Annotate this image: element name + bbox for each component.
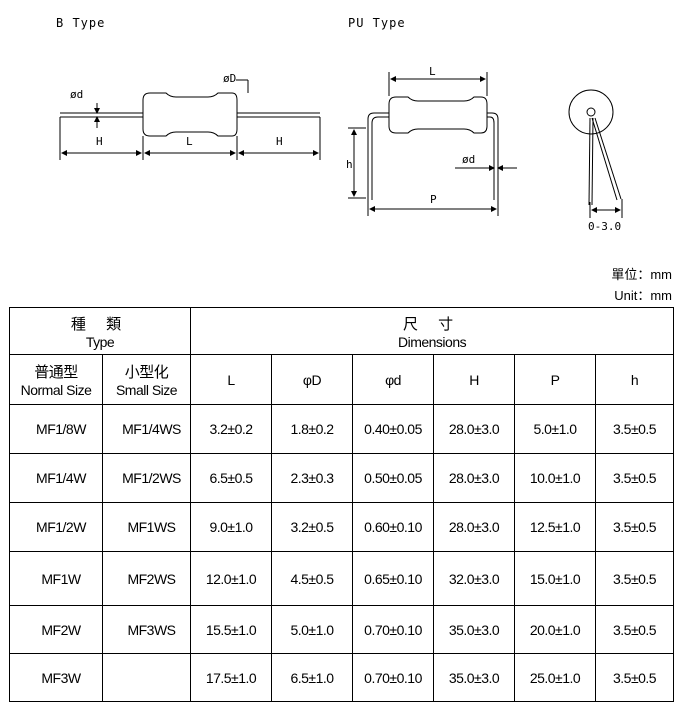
type-header-zh: 種 類 [70,315,130,333]
cell-P: 12.5±1.0 [514,502,597,552]
col-header-P: P [514,354,597,405]
cell-small: MF1/2WS [101,453,192,503]
dimensions-header-zh: 尺 寸 [402,315,462,333]
cell-small: MF1WS [101,502,192,552]
cell-D: 5.0±1.0 [271,605,354,654]
col-header-phi-d: φd [352,354,435,405]
type-header-en: Type [85,333,115,350]
cell-H: 35.0±3.0 [433,605,516,654]
cell-h: 3.5±0.5 [595,453,675,503]
cell-L: 12.0±1.0 [190,551,273,606]
table-row: MF3W 17.5±1.0 6.5±1.0 0.70±0.10 35.0±3.0… [9,653,675,702]
col-header-L: L [190,354,273,405]
cell-small: MF1/4WS [101,404,192,454]
b-H-right-label: H [276,135,283,148]
table-row: MF1/8W MF1/4WS 3.2±0.2 1.8±0.2 0.40±0.05… [9,404,675,454]
col-header-H: H [433,354,516,405]
cell-small: MF3WS [101,605,192,654]
b-L-label: L [186,135,193,148]
normal-size-zh: 普通型 [34,364,78,381]
cell-h: 3.5±0.5 [595,404,675,454]
cell-normal: MF2W [9,605,103,654]
cell-P: 20.0±1.0 [514,605,597,654]
table-row: MF1/2W MF1WS 9.0±1.0 3.2±0.5 0.60±0.10 2… [9,502,675,552]
cell-d: 0.50±0.05 [352,453,435,503]
cell-H: 28.0±3.0 [433,453,516,503]
cell-L: 6.5±0.5 [190,453,273,503]
pu-L-label: L [429,65,436,78]
cell-d: 0.70±0.10 [352,653,435,702]
side-view-drawing [568,89,623,218]
b-type-title: B Type [56,16,106,30]
cell-L: 3.2±0.2 [190,404,273,454]
cell-P: 10.0±1.0 [514,453,597,503]
normal-size-en: Normal Size [20,382,92,398]
cell-normal: MF1W [9,551,103,606]
units-en: Unit：mm [614,288,672,303]
small-size-header: 小型化 Small Size [101,354,192,405]
pu-h-label: h [346,158,353,171]
cell-P: 15.0±1.0 [514,551,597,606]
small-size-zh: 小型化 [124,364,169,381]
cell-h: 3.5±0.5 [595,605,675,654]
table-row: MF1/4W MF1/2WS 6.5±0.5 2.3±0.3 0.50±0.05… [9,453,675,503]
cell-H: 35.0±3.0 [433,653,516,702]
b-phi-D-label: øD [223,72,236,85]
b-type-drawing [59,79,321,160]
table-row: MF1W MF2WS 12.0±1.0 4.5±0.5 0.65±0.10 32… [9,551,675,606]
col-header-h: h [595,354,675,405]
b-H-left-label: H [96,135,103,148]
cell-normal: MF1/8W [9,404,103,454]
col-header-phi-D: φD [271,354,354,405]
cell-H: 32.0±3.0 [433,551,516,606]
cell-h: 3.5±0.5 [595,653,675,702]
pu-type-title: PU Type [348,16,406,30]
small-size-en: Small Size [115,382,178,398]
cell-H: 28.0±3.0 [433,404,516,454]
cell-h: 3.5±0.5 [595,502,675,552]
cell-d: 0.65±0.10 [352,551,435,606]
cell-H: 28.0±3.0 [433,502,516,552]
normal-size-header: 普通型 Normal Size [9,354,103,405]
dimensions-table: 種 類 Type 尺 寸 Dimensions 普通型 Normal Size … [8,307,675,702]
cell-P: 5.0±1.0 [514,404,597,454]
type-header: 種 類 Type [8,307,192,355]
cell-normal: MF3W [9,653,103,702]
dimensions-header-en: Dimensions [397,333,467,350]
cell-D: 2.3±0.3 [271,453,354,503]
cell-D: 1.8±0.2 [271,404,354,454]
dimensions-header: 尺 寸 Dimensions [190,307,675,355]
cell-h: 3.5±0.5 [595,551,675,606]
cell-D: 3.2±0.5 [271,502,354,552]
cell-normal: MF1/2W [9,502,103,552]
cell-L: 15.5±1.0 [190,605,273,654]
cell-small [101,653,192,702]
pu-P-label: P [430,193,437,206]
cell-small: MF2WS [101,551,192,606]
units-zh: 單位：mm [611,267,672,282]
cell-D: 6.5±1.0 [271,653,354,702]
cell-normal: MF1/4W [9,453,103,503]
cell-L: 17.5±1.0 [190,653,273,702]
cell-d: 0.60±0.10 [352,502,435,552]
cell-D: 4.5±0.5 [271,551,354,606]
cell-d: 0.40±0.05 [352,404,435,454]
cell-d: 0.70±0.10 [352,605,435,654]
pu-phi-d-label: ød [462,153,475,166]
table-row: MF2W MF3WS 15.5±1.0 5.0±1.0 0.70±0.10 35… [9,605,675,654]
resistor-dimension-drawings: ød øD H L H L h ød P [59,65,623,233]
pu-type-drawing [348,72,517,216]
cell-L: 9.0±1.0 [190,502,273,552]
b-phi-d-label: ød [70,88,83,101]
side-range-label: 0-3.0 [588,220,621,233]
cell-P: 25.0±1.0 [514,653,597,702]
